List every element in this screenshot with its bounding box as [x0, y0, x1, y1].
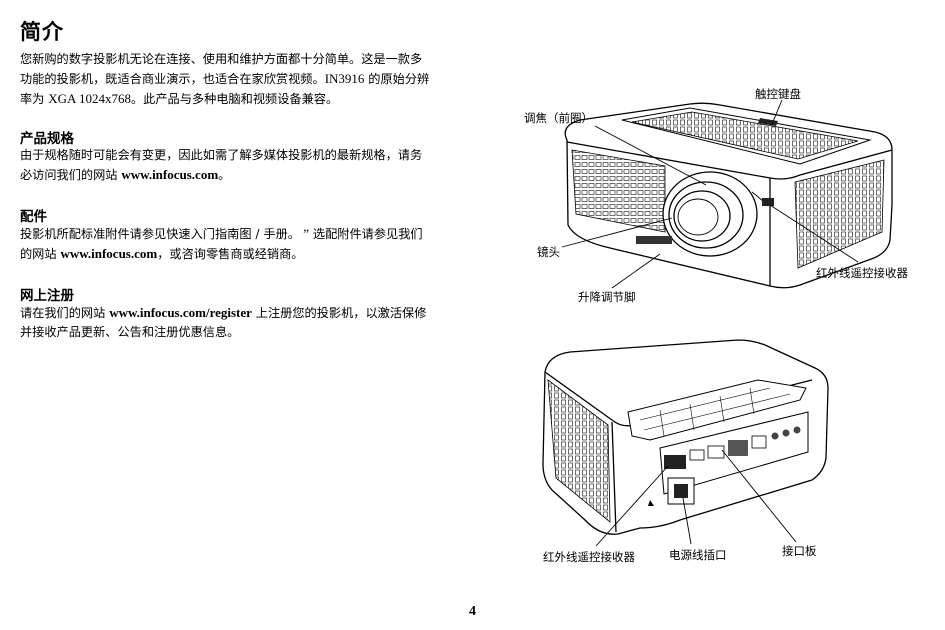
front-projector-drawing: [564, 102, 893, 289]
specs-line-2-end: 。: [218, 168, 231, 182]
registration-paragraph: 请在我们的网站 www.infocus.com/register 上注册您的投影…: [20, 303, 460, 342]
connector-panel-label: 接口板: [782, 544, 817, 558]
stray-quote: ”: [299, 226, 310, 241]
elevator-foot-label: 升降调节脚: [578, 290, 636, 304]
keypad-label: 触控键盘: [755, 87, 801, 101]
ir-receiver-front-leader: [769, 204, 859, 263]
native-resolution: XGA 1024x768: [48, 91, 131, 106]
registration-line-1-start: 请在我们的网站: [20, 306, 110, 320]
specs-line-1: 由于规格随时可能会有变更，因此如需了解多媒体投影机的最新规格，请务: [20, 148, 423, 162]
accessories-line-1: 投影机所配标准附件请参见快速入门指南图 / 手册。 ” 选配附件请参见我们: [20, 224, 460, 244]
power-connector-leader: [682, 497, 692, 545]
accessories-line-2-start: 的网站: [20, 247, 61, 261]
front-callout-lines: [561, 99, 859, 289]
registration-line-1: 请在我们的网站 www.infocus.com/register 上注册您的投影…: [20, 303, 460, 323]
lens-label: 镜头: [537, 245, 560, 259]
intro-line-2: 功能的投影机，既适合商业演示，也适合在家欣赏视频。IN3916 的原始分辨: [20, 69, 460, 89]
register-website-link[interactable]: www.infocus.com/register: [109, 305, 252, 320]
rear-projector-drawing: [542, 339, 829, 535]
page-title: 简介: [20, 20, 64, 44]
focus-leader: [594, 125, 707, 186]
accessories-website-link[interactable]: www.infocus.com: [60, 246, 158, 261]
rear-callout-lines: [595, 449, 797, 547]
intro-line-3-end: 。此产品与多种电脑和视频设备兼容。: [130, 92, 339, 106]
intro-line-3-start: 率为: [20, 92, 49, 106]
specs-heading: 产品规格: [20, 131, 74, 147]
registration-heading: 网上注册: [20, 288, 74, 304]
intro-line-3: 率为 XGA 1024x768。此产品与多种电脑和视频设备兼容。: [20, 89, 460, 109]
ir-receiver-front-label: 红外线遥控接收器: [816, 266, 908, 280]
accessories-line-1-end: 选配附件请参见我们: [309, 227, 423, 241]
intro-line-1: 您新购的数字投影机无论在连接、使用和维护方面都十分简单。这是一款多: [20, 52, 423, 66]
intro-line-2-end: 的原始分辨: [364, 72, 430, 86]
power-connector-label: 电源线插口: [669, 548, 727, 562]
accessories-line-2-end: ，或咨询零售商或经销商。: [157, 247, 304, 261]
accessories-line-1-start: 投影机所配标准附件请参见快速入门指南图 / 手册。: [20, 227, 300, 241]
lens-leader: [561, 217, 673, 248]
specs-website-link[interactable]: www.infocus.com: [121, 167, 219, 182]
accessories-heading: 配件: [20, 209, 47, 225]
intro-paragraph: 您新购的数字投影机无论在连接、使用和维护方面都十分简单。这是一款多 功能的投影机…: [20, 50, 460, 109]
accessories-paragraph: 投影机所配标准附件请参见快速入门指南图 / 手册。 ” 选配附件请参见我们 的网…: [20, 224, 460, 264]
model-name: IN3916: [324, 71, 365, 86]
specs-paragraph: 由于规格随时可能会有变更，因此如需了解多媒体投影机的最新规格，请务 必访问我们的…: [20, 146, 460, 185]
specs-line-2-start: 必访问我们的网站: [20, 168, 122, 182]
ir-receiver-rear-leader: [595, 465, 669, 547]
registration-line-2: 并接收产品更新、公告和注册优惠信息。: [20, 325, 240, 339]
keypad-leader: [771, 99, 783, 125]
intro-line-2-text: 功能的投影机，既适合商业演示，也适合在家欣赏视频。: [20, 72, 325, 86]
connector-panel-leader: [721, 449, 797, 543]
page-number: 4: [469, 604, 476, 619]
accessories-line-2: 的网站 www.infocus.com，或咨询零售商或经销商。: [20, 244, 460, 264]
registration-line-1-end: 上注册您的投影机，以激活保修: [251, 306, 427, 320]
specs-line-2: 必访问我们的网站 www.infocus.com。: [20, 165, 460, 185]
ir-receiver-rear-label: 红外线遥控接收器: [543, 550, 635, 564]
focus-ring-label: 调焦（前圈）: [524, 111, 593, 125]
elevator-foot-leader: [611, 253, 661, 289]
